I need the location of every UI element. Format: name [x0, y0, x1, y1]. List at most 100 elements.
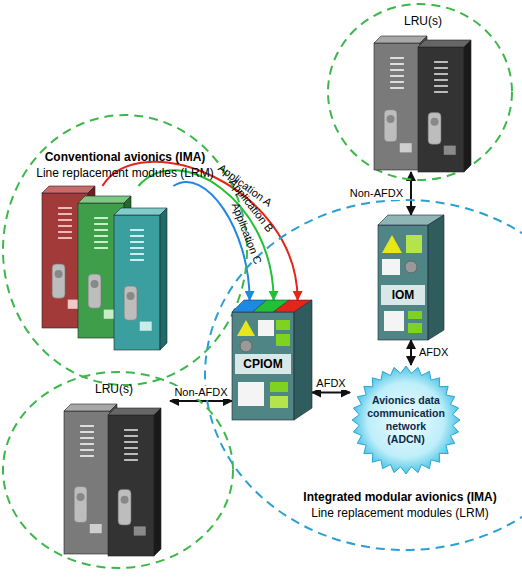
module-led: [80, 437, 94, 439]
label-patch: [235, 354, 291, 374]
node-cloud: Avionics data communication network (ADC…: [350, 365, 462, 475]
module-led: [434, 91, 448, 93]
module-knob: [387, 115, 395, 123]
node-label: Avionics data communication network (ADC…: [366, 394, 446, 446]
module-panel: [400, 143, 412, 152]
module-top: [114, 208, 167, 215]
node-illustration: [58, 382, 170, 558]
node-illustration: [42, 186, 176, 352]
module-face: [418, 47, 464, 172]
module-led: [124, 429, 138, 431]
node-illustration: [368, 14, 478, 172]
module-panel: [444, 146, 456, 155]
node-label: LRU(s): [368, 14, 478, 29]
module-led: [130, 259, 144, 261]
region-outline: [3, 372, 233, 568]
module-handle: [124, 286, 137, 320]
module-led: [390, 69, 404, 71]
module-led: [130, 229, 144, 231]
illustration: [3, 372, 233, 568]
module-led: [58, 237, 72, 239]
module-led: [58, 231, 72, 233]
module-top: [418, 40, 471, 47]
box-side: [428, 215, 444, 340]
warning-triangle: [382, 235, 402, 253]
module-led: [80, 455, 94, 457]
module-led: [80, 425, 94, 427]
illustration: [378, 215, 444, 340]
module-led: [124, 459, 138, 461]
panel: [408, 311, 422, 319]
region-outline: [205, 200, 522, 550]
connector: [410, 172, 412, 215]
module-led: [434, 61, 448, 63]
module-face: [114, 215, 160, 350]
node-label: IOM: [381, 288, 425, 303]
module-led: [130, 241, 144, 243]
module-led: [434, 73, 448, 75]
node-label: CPIOM: [234, 357, 292, 372]
module-handle: [74, 487, 87, 523]
module-handle: [118, 489, 131, 525]
illustration: [328, 4, 512, 180]
module-knob: [431, 118, 439, 126]
module-led: [80, 449, 94, 451]
node-label: LRU(s): [58, 382, 170, 397]
illustration: [205, 200, 522, 550]
module-led: [434, 79, 448, 81]
module-led: [58, 225, 72, 227]
module-knob: [91, 280, 99, 288]
module-led: [58, 219, 72, 221]
illustration: [352, 366, 460, 474]
module-handle: [428, 113, 441, 145]
module-led: [124, 441, 138, 443]
module-led: [94, 241, 108, 243]
module-led: [58, 213, 72, 215]
node-cpiom: CPIOM: [232, 300, 312, 420]
box-face: [378, 225, 428, 340]
edge-label: Non-AFDX: [172, 386, 229, 399]
module-face: [64, 411, 110, 554]
node-illustration: [378, 215, 444, 340]
module-panel: [90, 524, 102, 533]
box-face: [232, 312, 294, 420]
node-lru-bot: LRU(s): [58, 382, 170, 558]
module-led: [94, 235, 108, 237]
connector: [312, 392, 350, 394]
module-led: [130, 253, 144, 255]
module-panel: [140, 322, 152, 331]
module-side: [464, 40, 471, 172]
module-top: [108, 408, 161, 415]
module-face: [108, 415, 154, 556]
network-cloud: [352, 366, 460, 474]
module-led: [94, 247, 108, 249]
module-top: [64, 404, 117, 411]
panel: [382, 259, 400, 275]
module-led: [130, 247, 144, 249]
module-led: [390, 87, 404, 89]
module-led: [130, 235, 144, 237]
panel: [276, 320, 290, 330]
module-led: [94, 229, 108, 231]
module-knob: [127, 292, 135, 300]
module-top: [374, 36, 427, 43]
module-led: [58, 207, 72, 209]
edge-label: AFDX: [314, 377, 347, 390]
module-knob: [121, 496, 129, 504]
module-panel: [134, 526, 146, 535]
connector: [410, 340, 412, 365]
module-led: [80, 431, 94, 433]
label-patch: [381, 285, 425, 305]
node-sublabel: Line replacement modules (LRM): [250, 506, 522, 521]
module-side: [160, 208, 167, 350]
module-side: [154, 408, 161, 556]
module-led: [94, 223, 108, 225]
module-led: [124, 447, 138, 449]
module-handle: [52, 264, 65, 298]
box-side: [294, 300, 312, 420]
module-led: [124, 435, 138, 437]
module-led: [80, 443, 94, 445]
panel: [276, 334, 290, 346]
